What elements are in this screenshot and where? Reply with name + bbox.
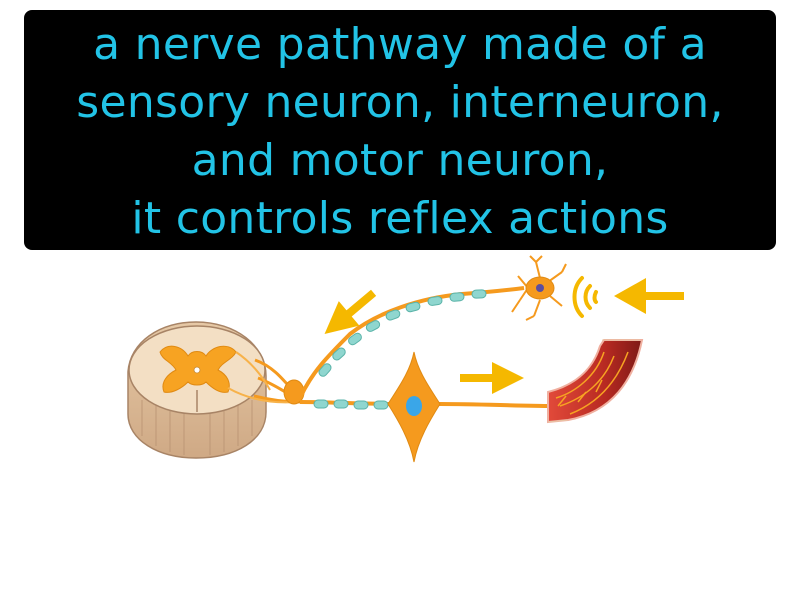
caption-line-4: it controls reflex actions [131,193,669,244]
spinal-cord-cross-section [127,321,305,459]
caption-line-3: and motor neuron, [191,135,609,186]
caption-line-2: sensory neuron, interneuron, [76,77,724,128]
motor-neuron [299,351,561,463]
muscle-tissue [547,339,644,424]
sensory-direction-arrow-icon [324,289,377,334]
direction-arrows [324,278,684,394]
myelinated-axon [318,289,487,377]
motor-direction-arrow-icon [460,362,524,394]
stimulus-signal-icon [572,276,598,318]
stimulus-arrow-icon [614,278,684,314]
reflex-arc-illustration [127,255,684,463]
caption-line-1: a nerve pathway made of a [93,19,707,70]
sensory-neuron [298,255,567,399]
definition-caption: a nerve pathway made of a sensory neuron… [24,10,776,250]
